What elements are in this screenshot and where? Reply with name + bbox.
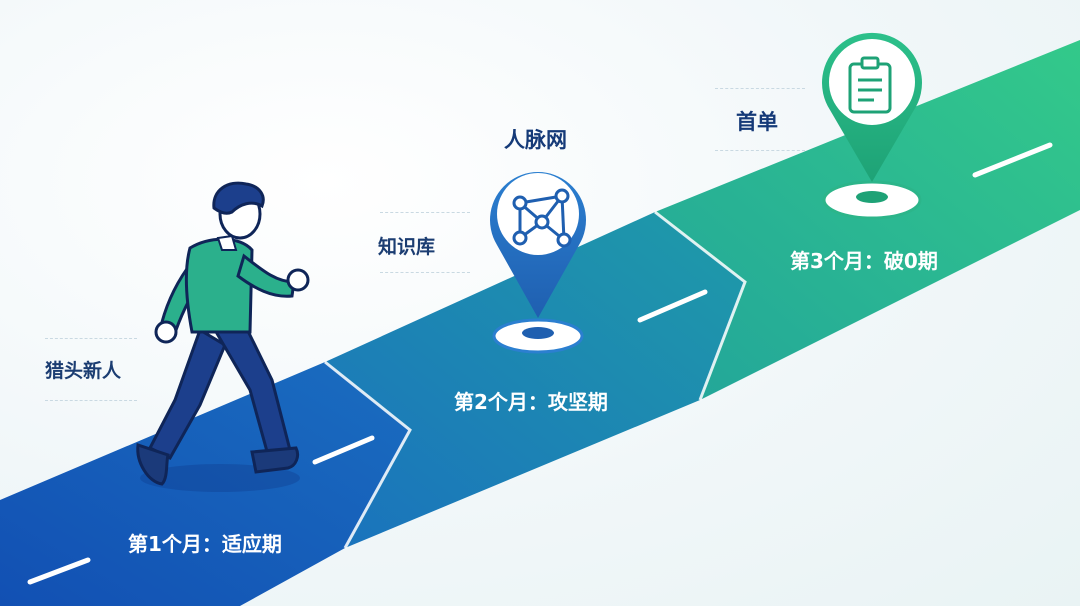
- clipboard-icon: [848, 56, 892, 114]
- road-joint-1: [324, 360, 412, 549]
- guide-line: [715, 150, 805, 151]
- guide-line: [45, 338, 137, 339]
- stage-label-2: 第2个月：攻坚期: [454, 390, 608, 414]
- guide-line: [380, 272, 470, 273]
- road-joint-2: [654, 210, 747, 401]
- road-segment-2: [325, 212, 745, 548]
- label-newbie: 猎头新人: [45, 360, 122, 382]
- road-segment-1: [0, 362, 410, 606]
- pin-label-network: 人脉网: [504, 128, 567, 152]
- guide-line: [45, 400, 137, 401]
- guide-line: [715, 88, 805, 89]
- lane-dashes: [27, 142, 1053, 585]
- road-segment-3: [655, 40, 1080, 400]
- stage-label-1: 第1个月：适应期: [128, 532, 282, 556]
- stage-label-3: 第3个月：破0期: [790, 249, 938, 273]
- guide-line: [380, 212, 470, 213]
- pin-label-first-deal: 首单: [736, 110, 778, 134]
- network-icon: [512, 188, 572, 248]
- label-knowledge-base: 知识库: [378, 236, 436, 258]
- walking-person-illustration: [136, 181, 310, 492]
